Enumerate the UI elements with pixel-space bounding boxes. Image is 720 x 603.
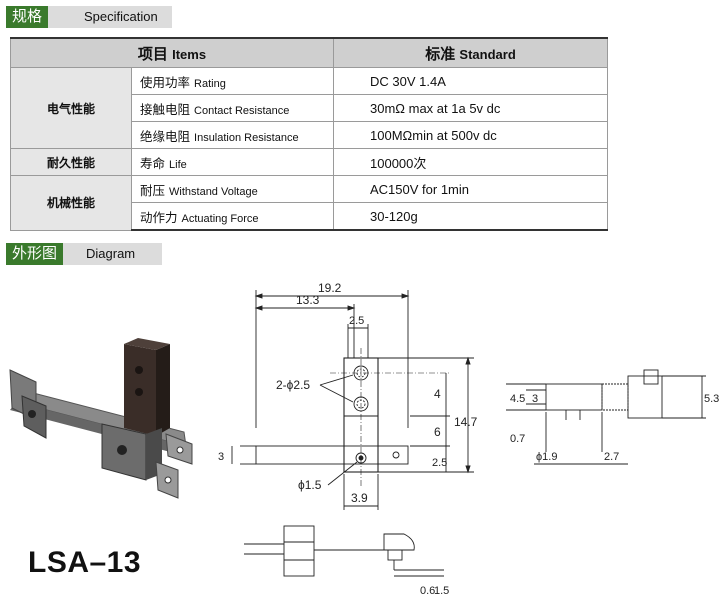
dim-1-5: 1.5 bbox=[434, 585, 449, 597]
value-cell: 100000次 bbox=[333, 148, 608, 176]
dim-holes: 2-ϕ2.5 bbox=[276, 378, 310, 392]
items-header: 项目 Items bbox=[10, 37, 334, 68]
dim-phi-1-5: ϕ1.5 bbox=[298, 478, 322, 492]
standard-header: 标准 Standard bbox=[333, 37, 608, 68]
dim-2-7: 2.7 bbox=[604, 451, 619, 463]
dim-0-6: 0.6 bbox=[420, 585, 435, 597]
dim-2-5-right: 2.5 bbox=[432, 457, 447, 469]
dim-2-5-top: 2.5 bbox=[349, 315, 364, 327]
diagram-section-header: 外形图 Diagram bbox=[6, 243, 162, 265]
model-number: LSA–13 bbox=[28, 546, 142, 579]
dim-0-7: 0.7 bbox=[510, 433, 525, 445]
dim-13-3: 13.3 bbox=[296, 293, 320, 307]
value-cell: 30mΩ max at 1a 5v dc bbox=[333, 94, 608, 122]
dim-5-3: 5.3 bbox=[704, 393, 719, 405]
diagram-side-view: 4.5 3 5.3 0.7 ϕ1.9 2.7 bbox=[506, 369, 719, 465]
dim-14-7: 14.7 bbox=[454, 415, 478, 429]
spec-tag: 规格 bbox=[6, 6, 49, 28]
spec-label: Specification bbox=[84, 9, 158, 24]
dim-3-side: 3 bbox=[532, 393, 538, 405]
value-cell: AC150V for 1min bbox=[333, 175, 608, 203]
group-durability: 耐久性能 bbox=[10, 148, 132, 176]
dim-3-left: 3 bbox=[218, 451, 224, 463]
dim-4-5: 4.5 bbox=[510, 393, 525, 405]
diagram-label: Diagram bbox=[86, 246, 136, 261]
diagram-bottom-view: 0.6 1.5 bbox=[244, 525, 449, 597]
group-electrical: 电气性能 bbox=[10, 67, 132, 149]
value-cell: 30-120g bbox=[333, 202, 608, 231]
dim-19-2: 19.2 bbox=[318, 281, 342, 295]
dim-3-9: 3.9 bbox=[351, 491, 368, 505]
diagram-tag: 外形图 bbox=[6, 243, 64, 265]
spec-section-header: 规格 Specification bbox=[6, 6, 172, 28]
dim-6: 6 bbox=[434, 425, 441, 439]
diagram-front-view: 19.2 13.3 2.5 2-ϕ2.5 3 4 6 2.5 14.7 ϕ1.5… bbox=[218, 281, 478, 510]
dim-phi-1-9: ϕ1.9 bbox=[536, 451, 557, 463]
value-cell: 100MΩmin at 500v dc bbox=[333, 121, 608, 149]
product-photo bbox=[9, 338, 193, 499]
value-cell: DC 30V 1.4A bbox=[333, 67, 608, 95]
group-mechanical: 机械性能 bbox=[10, 175, 132, 231]
dim-4: 4 bbox=[434, 387, 441, 401]
table-header-row: 项目 Items 标准 Standard bbox=[10, 37, 608, 68]
